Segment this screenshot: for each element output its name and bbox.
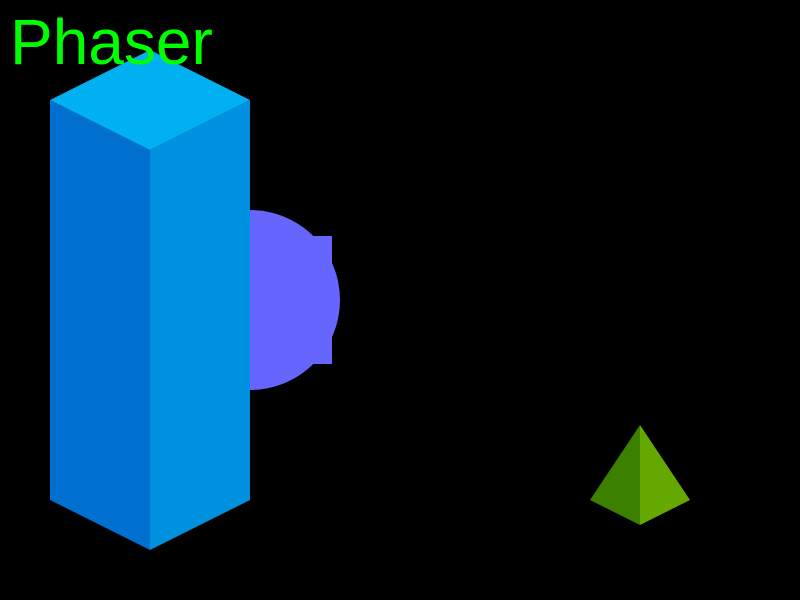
- prism-left-face: [50, 100, 150, 550]
- pyramid-right-face: [640, 425, 690, 525]
- prism-top-face: [50, 50, 250, 150]
- pyramid-left-face: [590, 425, 640, 525]
- prism-right-face: [150, 100, 250, 550]
- game-title: Phaser: [10, 6, 213, 78]
- blue-prism: [50, 50, 250, 550]
- purple-half-disc: [250, 210, 340, 390]
- purple-shape: [250, 210, 340, 390]
- green-pyramid: [590, 425, 690, 525]
